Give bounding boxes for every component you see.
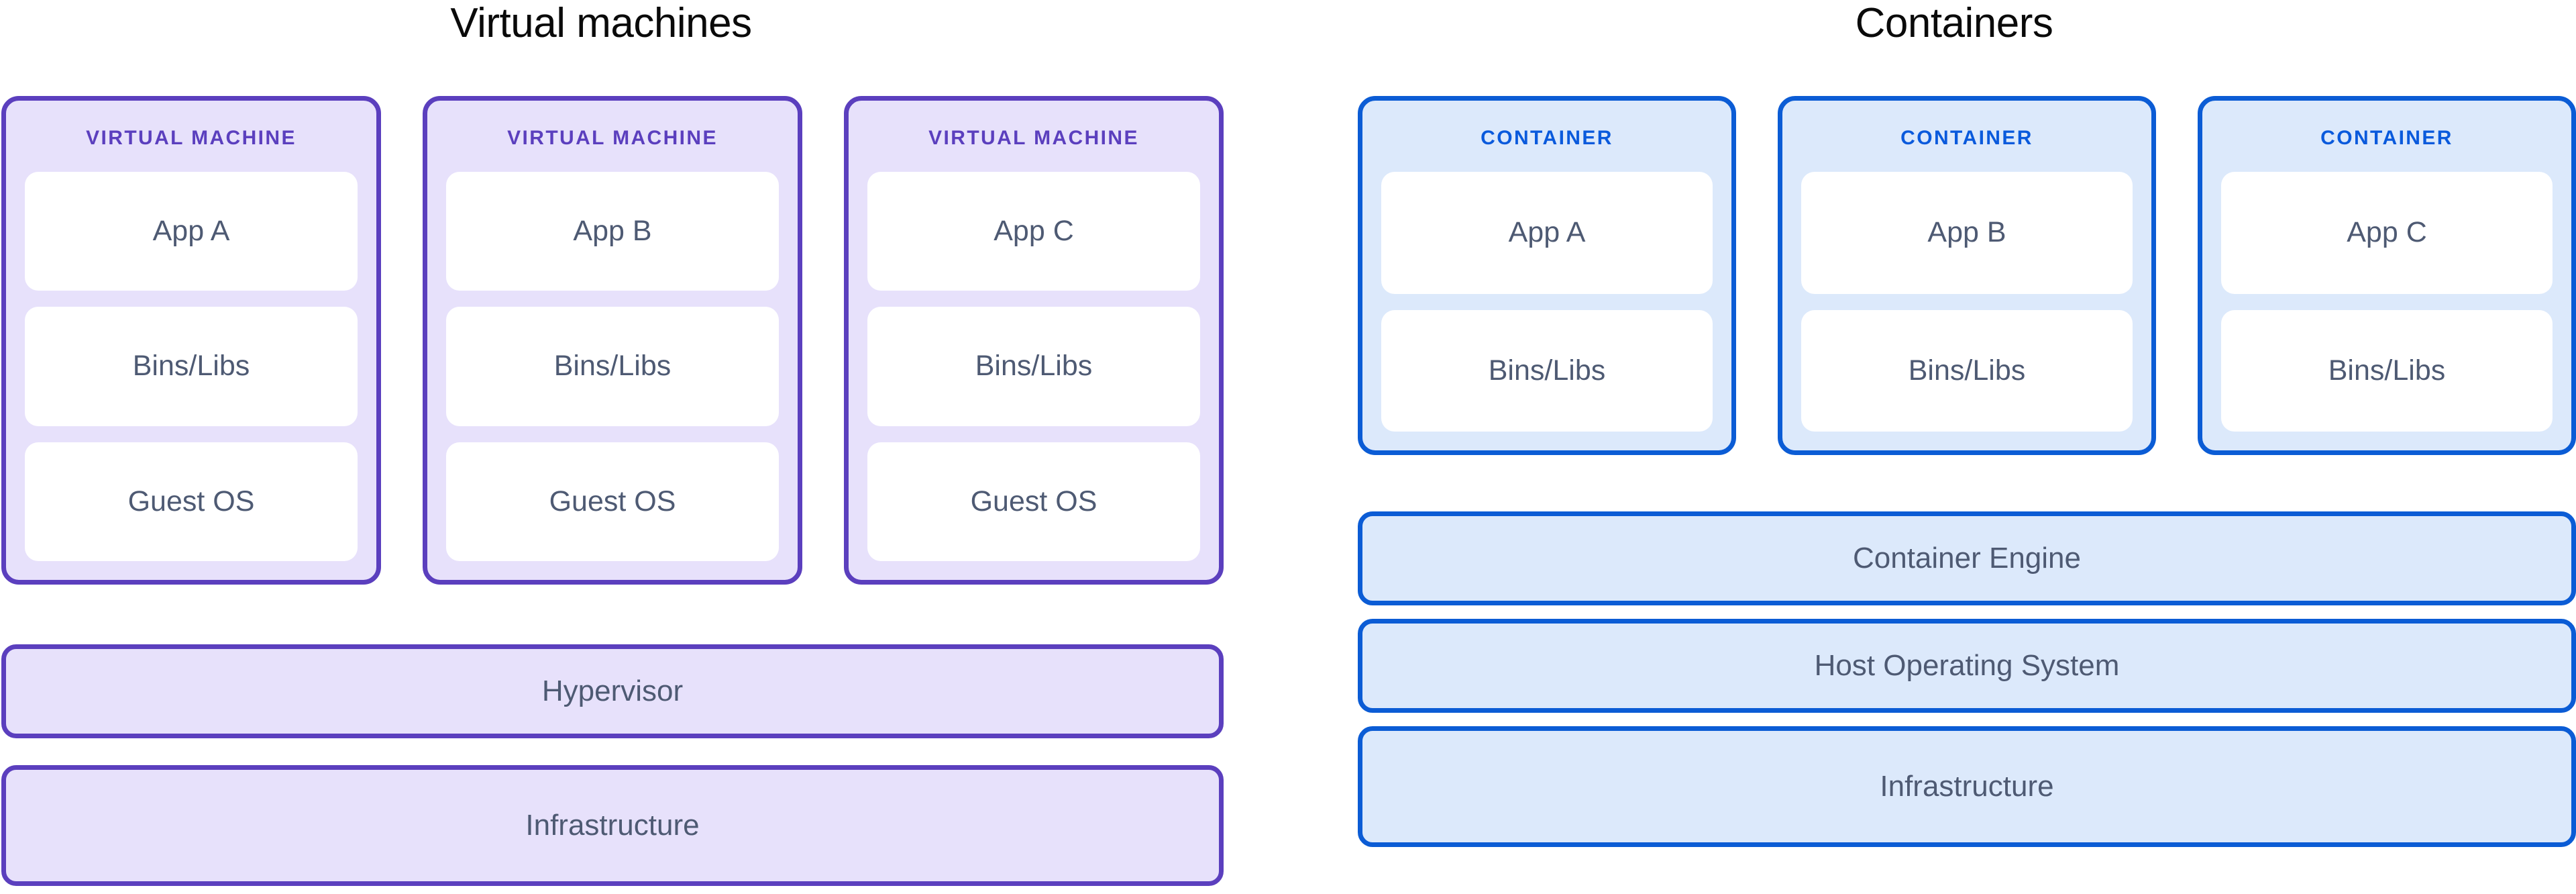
virtual-machine-card-row: VIRTUAL MACHINE App A Bins/Libs Guest OS… [1, 96, 1224, 585]
vm-row-guest-os: Guest OS [867, 442, 1200, 561]
container-card-label: CONTAINER [2320, 127, 2453, 149]
container-row-bins-libs: Bins/Libs [2221, 309, 2553, 432]
vm-row-guest-os: Guest OS [446, 442, 779, 561]
container-row-app: App C [2221, 172, 2553, 294]
hypervisor-layer-bar: Hypervisor [1, 644, 1224, 738]
container-card-rows: App B Bins/Libs [1801, 172, 2133, 432]
virtual-machine-card-rows: App C Bins/Libs Guest OS [867, 172, 1200, 561]
container-row-app: App B [1801, 172, 2133, 294]
virtual-machines-title: Virtual machines [450, 0, 752, 46]
containers-title: Containers [1855, 0, 2053, 46]
virtual-machine-card: VIRTUAL MACHINE App C Bins/Libs Guest OS [844, 96, 1224, 585]
virtual-machine-card-rows: App B Bins/Libs Guest OS [446, 172, 779, 561]
container-row-bins-libs: Bins/Libs [1381, 309, 1713, 432]
virtual-machine-card: VIRTUAL MACHINE App A Bins/Libs Guest OS [1, 96, 381, 585]
vm-infrastructure-layer-bar: Infrastructure [1, 765, 1224, 886]
container-card-rows: App C Bins/Libs [2221, 172, 2553, 432]
vm-row-app: App A [25, 172, 358, 291]
vm-row-bins-libs: Bins/Libs [867, 307, 1200, 426]
vm-row-bins-libs: Bins/Libs [446, 307, 779, 426]
virtual-machine-card-label: VIRTUAL MACHINE [928, 127, 1139, 149]
container-card: CONTAINER App A Bins/Libs [1358, 96, 1736, 455]
container-card-label: CONTAINER [1481, 127, 1613, 149]
container-card-row: CONTAINER App A Bins/Libs CONTAINER App … [1358, 96, 2576, 455]
vm-row-app: App C [867, 172, 1200, 291]
virtual-machines-panel: Virtual machines VIRTUAL MACHINE App A B… [0, 0, 1226, 894]
container-infrastructure-layer-bar: Infrastructure [1358, 726, 2576, 847]
vm-row-bins-libs: Bins/Libs [25, 307, 358, 426]
container-card: CONTAINER App B Bins/Libs [1778, 96, 2156, 455]
container-row-bins-libs: Bins/Libs [1801, 309, 2133, 432]
vm-row-guest-os: Guest OS [25, 442, 358, 561]
containers-panel: Containers CONTAINER App A Bins/Libs CON… [1356, 0, 2576, 894]
virtual-machine-card-rows: App A Bins/Libs Guest OS [25, 172, 358, 561]
virtual-machine-card-label: VIRTUAL MACHINE [86, 127, 297, 149]
virtual-machine-card: VIRTUAL MACHINE App B Bins/Libs Guest OS [423, 96, 802, 585]
container-card: CONTAINER App C Bins/Libs [2198, 96, 2576, 455]
container-row-app: App A [1381, 172, 1713, 294]
container-card-label: CONTAINER [1900, 127, 2033, 149]
virtual-machine-card-label: VIRTUAL MACHINE [507, 127, 718, 149]
host-operating-system-layer-bar: Host Operating System [1358, 619, 2576, 713]
container-engine-layer-bar: Container Engine [1358, 511, 2576, 605]
vm-row-app: App B [446, 172, 779, 291]
container-card-rows: App A Bins/Libs [1381, 172, 1713, 432]
